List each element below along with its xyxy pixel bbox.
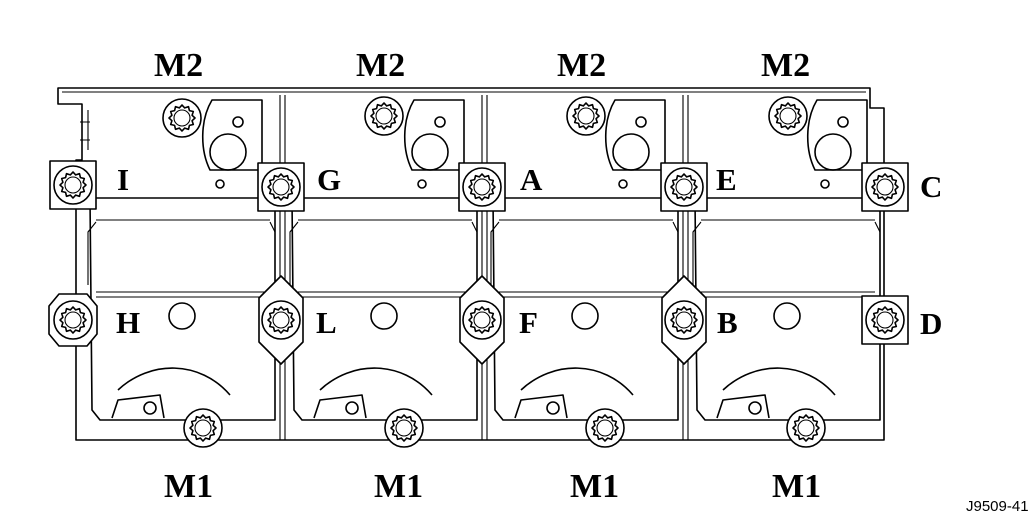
bottom-label-4: M1	[772, 468, 821, 505]
upper-label-5: C	[920, 169, 942, 204]
lower-label-1: H	[116, 305, 140, 340]
top-label-3: M2	[557, 47, 606, 84]
upper-row-labels: I G A E C	[117, 162, 942, 204]
lower-row-labels: H L F B D	[116, 305, 942, 341]
figure-reference: J9509-41	[966, 498, 1029, 515]
bearing-cap-1	[87, 99, 276, 421]
lower-label-5: D	[920, 306, 942, 341]
bolt-head-4	[768, 96, 808, 136]
bolt-head-12	[462, 300, 502, 340]
bolt-head-10	[53, 300, 93, 340]
bolt-head-6	[261, 167, 301, 207]
bottom-labels: M1 M1 M1 M1	[164, 468, 821, 505]
cap-dividers	[279, 95, 689, 440]
bolt-head-16	[384, 408, 424, 448]
bolt-head-7	[462, 167, 502, 207]
bolt-head-13	[664, 300, 704, 340]
lower-label-4: B	[717, 305, 738, 340]
bolt-head-2	[364, 96, 404, 136]
top-label-4: M2	[761, 47, 810, 84]
bolt-head-8	[664, 167, 704, 207]
lower-label-3: F	[519, 305, 538, 340]
top-label-1: M2	[154, 47, 203, 84]
bottom-label-3: M1	[570, 468, 619, 505]
casting-outline	[57, 87, 885, 441]
upper-label-2: G	[317, 162, 341, 197]
bolts	[53, 96, 905, 448]
bottom-label-2: M1	[374, 468, 423, 505]
bottom-label-1: M1	[164, 468, 213, 505]
bolt-head-3	[566, 96, 606, 136]
lower-label-2: L	[316, 305, 337, 340]
bearing-cap-4	[692, 99, 881, 421]
bolt-head-9	[865, 167, 905, 207]
bearing-cap-3	[490, 99, 679, 421]
bolt-head-14	[865, 300, 905, 340]
top-label-2: M2	[356, 47, 405, 84]
bolt-head-17	[585, 408, 625, 448]
bearing-cap-2	[289, 99, 478, 421]
bolt-head-18	[786, 408, 826, 448]
bolt-head-11	[261, 300, 301, 340]
top-labels: M2 M2 M2 M2	[154, 47, 810, 84]
bolt-head-5	[53, 165, 93, 205]
bolt-head-15	[183, 408, 223, 448]
bearing-cap-panels	[87, 99, 881, 421]
upper-label-1: I	[117, 162, 129, 197]
upper-label-3: A	[520, 162, 543, 197]
bolt-head-1	[162, 98, 202, 138]
upper-label-4: E	[716, 162, 737, 197]
